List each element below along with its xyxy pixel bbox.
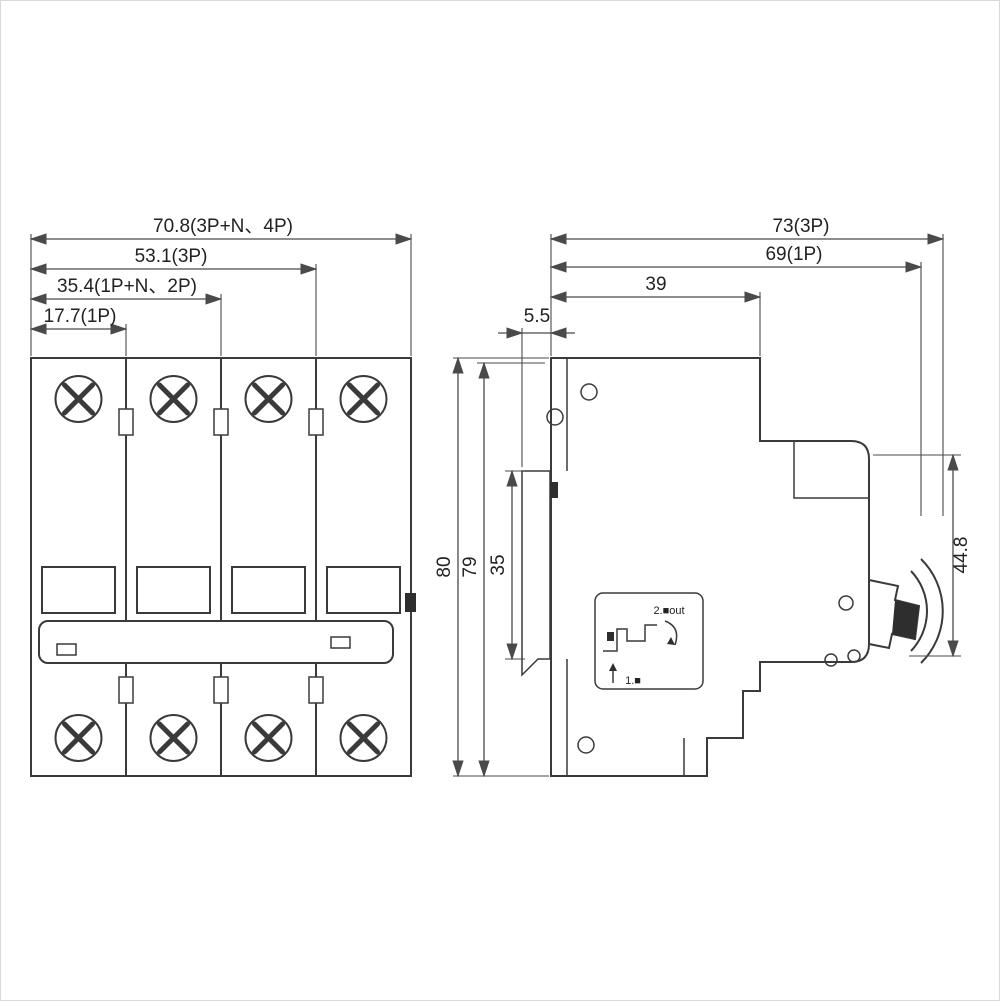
handle-travel-arc — [920, 558, 944, 664]
mount-hole — [546, 408, 564, 426]
front-hole — [824, 653, 838, 667]
side-clip-mark — [405, 593, 416, 612]
dim-side-39: 39 — [645, 274, 666, 295]
tie-bar-slot — [330, 636, 351, 649]
clip-spring — [550, 482, 558, 498]
handle-tip — [892, 600, 919, 639]
toggle-tie-bar — [38, 620, 394, 664]
dim-side-73: 73(3P) — [772, 216, 829, 237]
tie-bar-slot — [56, 643, 77, 656]
dim-side-5-5: 5.5 — [524, 306, 550, 327]
dim-side-35: 35 — [488, 554, 509, 575]
terminal-clamp — [118, 408, 134, 436]
screw-terminals-top — [54, 375, 388, 423]
front-view — [30, 357, 416, 777]
toggle-handle — [868, 578, 921, 650]
handle-windows — [41, 566, 401, 614]
rotate-out-arrow — [664, 620, 678, 646]
mount-hole — [580, 383, 598, 401]
dim-front-2p: 35.4(1P+N、2P) — [57, 276, 197, 297]
terminal-clamp — [308, 676, 324, 704]
dim-side-69: 69(1P) — [765, 244, 822, 265]
handle-travel-arc — [910, 570, 928, 652]
dim-front-1p: 17.7(1P) — [44, 306, 117, 327]
front-hole — [838, 595, 854, 611]
side-dimensions: 73(3P) 69(1P) 39 5.5 80 79 35 44.8 — [434, 216, 972, 778]
push-in-arrowhead — [609, 663, 617, 671]
terminal-clamp — [308, 408, 324, 436]
rail-icon-fill — [607, 632, 614, 641]
terminal-clamp — [213, 408, 229, 436]
sticker-step2-label: 2.■out — [653, 605, 684, 617]
sticker-step1-label: 1.■ — [625, 675, 641, 687]
mount-hole — [577, 736, 595, 754]
side-view: 2.■out 1.■ — [521, 357, 944, 777]
front-hole — [847, 649, 861, 663]
side-body-outline — [550, 357, 870, 777]
front-dimensions: 70.8(3P+N、4P) 53.1(3P) 35.4(1P+N、2P) 17.… — [29, 216, 413, 356]
dim-side-80: 80 — [434, 556, 455, 577]
screw-terminals-bottom — [54, 714, 388, 762]
dim-front-3p: 53.1(3P) — [135, 246, 208, 267]
rail-profile-icon — [603, 624, 657, 652]
dim-side-44-8: 44.8 — [951, 537, 972, 574]
terminal-clamp — [118, 676, 134, 704]
din-rail-clip — [521, 470, 551, 677]
rotate-out-arrowhead — [667, 637, 675, 645]
dim-side-79: 79 — [460, 556, 481, 577]
terminal-clamp — [213, 676, 229, 704]
mounting-sticker: 2.■out 1.■ — [594, 592, 704, 690]
dim-front-total: 70.8(3P+N、4P) — [153, 216, 293, 237]
front-step — [793, 441, 868, 499]
